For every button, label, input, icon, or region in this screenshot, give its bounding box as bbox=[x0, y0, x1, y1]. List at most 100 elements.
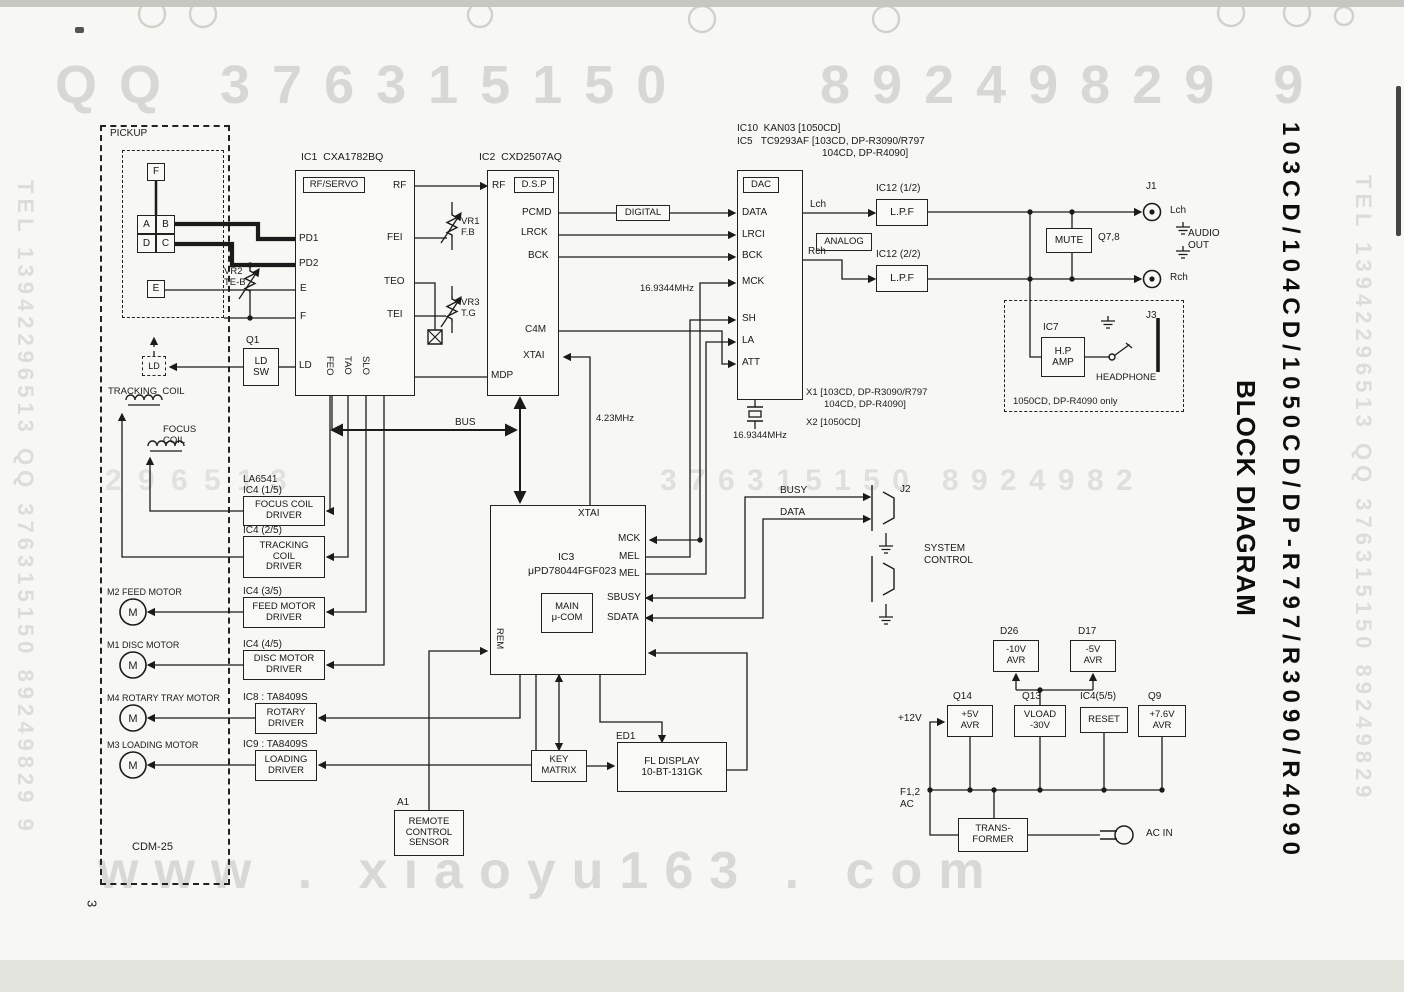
gnd-symbol bbox=[1176, 222, 1190, 235]
q13-vload-label: VLOAD bbox=[1023, 709, 1057, 721]
resv-symbol bbox=[440, 295, 462, 328]
det-f: F bbox=[147, 163, 165, 181]
rca-symbol bbox=[1142, 202, 1162, 222]
pin-pd2: PD2 bbox=[299, 258, 319, 269]
det-c-label: C bbox=[161, 237, 170, 249]
ld-box-label: LD bbox=[148, 360, 160, 371]
rf-servo-tag: RF/SERVO bbox=[303, 177, 365, 193]
svg-text:M: M bbox=[128, 607, 137, 619]
pickup-outline bbox=[100, 125, 230, 885]
ic10-ref: IC10 KAN03 [1050CD] bbox=[737, 123, 841, 134]
junction-dot bbox=[991, 787, 997, 793]
d26-avr-label: -10V bbox=[1005, 644, 1027, 656]
q14-avr-label: AVR bbox=[960, 720, 980, 731]
det-a-label: A bbox=[143, 218, 150, 230]
ic4-3: IC4 (3/5) bbox=[243, 586, 282, 597]
ic1-rf-servo bbox=[295, 170, 415, 396]
junction-dot bbox=[697, 537, 703, 543]
reset: RESET bbox=[1080, 707, 1128, 733]
wire-ic3-fl bbox=[599, 675, 667, 744]
wire-hp-feed bbox=[1029, 212, 1041, 358]
digital-tag: DIGITAL bbox=[616, 205, 670, 221]
pin-teo: TEO bbox=[384, 276, 405, 287]
fl-display-label: 10-BT-131GK bbox=[641, 767, 703, 778]
wire-xfmr-in bbox=[929, 717, 958, 836]
d17-avr-label: AVR bbox=[1083, 655, 1103, 666]
dsp-tag: D.S.P bbox=[514, 177, 554, 193]
model-list-heading: 103CD/104CD/1050CD/DP-R797/R3090/R4090 bbox=[1277, 122, 1304, 861]
junction-dot bbox=[247, 262, 253, 268]
mute-label: MUTE bbox=[1054, 234, 1084, 246]
feed-driver-label: DRIVER bbox=[266, 611, 302, 623]
pin2-lrck: LRCK bbox=[521, 227, 548, 238]
lch-out: Lch bbox=[1170, 205, 1187, 216]
hp-only-note: 1050CD, DP-R4090 only bbox=[1013, 396, 1118, 407]
pin-e: E bbox=[300, 283, 307, 294]
motor-symbol: M bbox=[119, 598, 147, 626]
plug-symbol bbox=[1100, 825, 1134, 845]
pin4-rem: REM bbox=[494, 628, 506, 650]
pin4-xtai: XTAI bbox=[578, 508, 600, 519]
pin4-sbusy: SBUSY bbox=[607, 592, 641, 603]
j1-ref: J1 bbox=[1146, 181, 1157, 192]
junction-dot bbox=[1027, 209, 1033, 215]
junction-dot bbox=[1069, 209, 1075, 215]
feed-driver-label: FEED MOTOR bbox=[252, 600, 316, 612]
pin3-bck: BCK bbox=[742, 250, 763, 261]
ic4-1: IC4 (1/5) bbox=[243, 485, 282, 496]
bus-lbl: BUS bbox=[455, 417, 476, 428]
ic12-1: IC12 (1/2) bbox=[876, 183, 921, 194]
q9-avr-label: +7.6V bbox=[1149, 709, 1175, 721]
ic2-ref: IC2 CXD2507AQ bbox=[479, 151, 562, 163]
watermark: TEL 13942296513 QQ 376315150 89249829 bbox=[1351, 175, 1376, 803]
acin-lbl: AC IN bbox=[1146, 828, 1173, 839]
ic5-ref: IC5 TC9293AF [103CD, DP-R3090/R797 bbox=[737, 136, 925, 147]
scan-top-edge bbox=[0, 0, 1404, 7]
hp-option-outline bbox=[1004, 300, 1184, 412]
wire-feo bbox=[325, 396, 335, 516]
wire-sdata-line bbox=[644, 514, 872, 623]
q9-ref: Q9 bbox=[1148, 691, 1162, 702]
key-matrix-label: KEY bbox=[549, 754, 569, 766]
focus-driver-label: FOCUS COIL bbox=[254, 499, 314, 511]
lpf2-label: L.P.F bbox=[890, 271, 914, 284]
det-d-label: D bbox=[142, 237, 151, 249]
m2-lbl: M2 FEED MOTOR bbox=[107, 587, 182, 597]
d26-ref: D26 bbox=[1000, 626, 1019, 637]
ic12-2: IC12 (2/2) bbox=[876, 249, 921, 260]
scan-ring-artifact bbox=[687, 4, 717, 34]
junction-dot bbox=[247, 315, 253, 321]
junction-dot bbox=[1027, 276, 1033, 282]
pin3-lrci: LRCI bbox=[742, 229, 765, 240]
lpf1: L.P.F bbox=[876, 199, 928, 226]
pin3-mck: MCK bbox=[742, 276, 765, 287]
tracking-driver-label: COIL bbox=[272, 550, 296, 562]
wire-rch-line bbox=[803, 259, 877, 284]
rca-symbol bbox=[1142, 269, 1162, 289]
pin2-pcmd: PCMD bbox=[522, 207, 552, 218]
mute: MUTE bbox=[1046, 228, 1092, 253]
wire-teo-line bbox=[415, 282, 436, 330]
resv-symbol bbox=[238, 267, 260, 300]
det-b: B bbox=[156, 215, 175, 234]
digital-tag-label: DIGITAL bbox=[624, 206, 662, 218]
pin-rf1: RF bbox=[393, 180, 407, 191]
pin-feo: FEO bbox=[324, 356, 336, 376]
ic4-5: IC4(5/5) bbox=[1080, 691, 1117, 702]
det-e: E bbox=[147, 280, 165, 298]
pin-tei: TEI bbox=[387, 309, 403, 320]
pin-ld: LD bbox=[299, 360, 312, 371]
wire-det-pd1 bbox=[175, 221, 295, 242]
scan-mark bbox=[75, 27, 84, 33]
q13-ref: Q13 bbox=[1022, 691, 1041, 702]
j2-ref: J2 bbox=[900, 484, 911, 495]
